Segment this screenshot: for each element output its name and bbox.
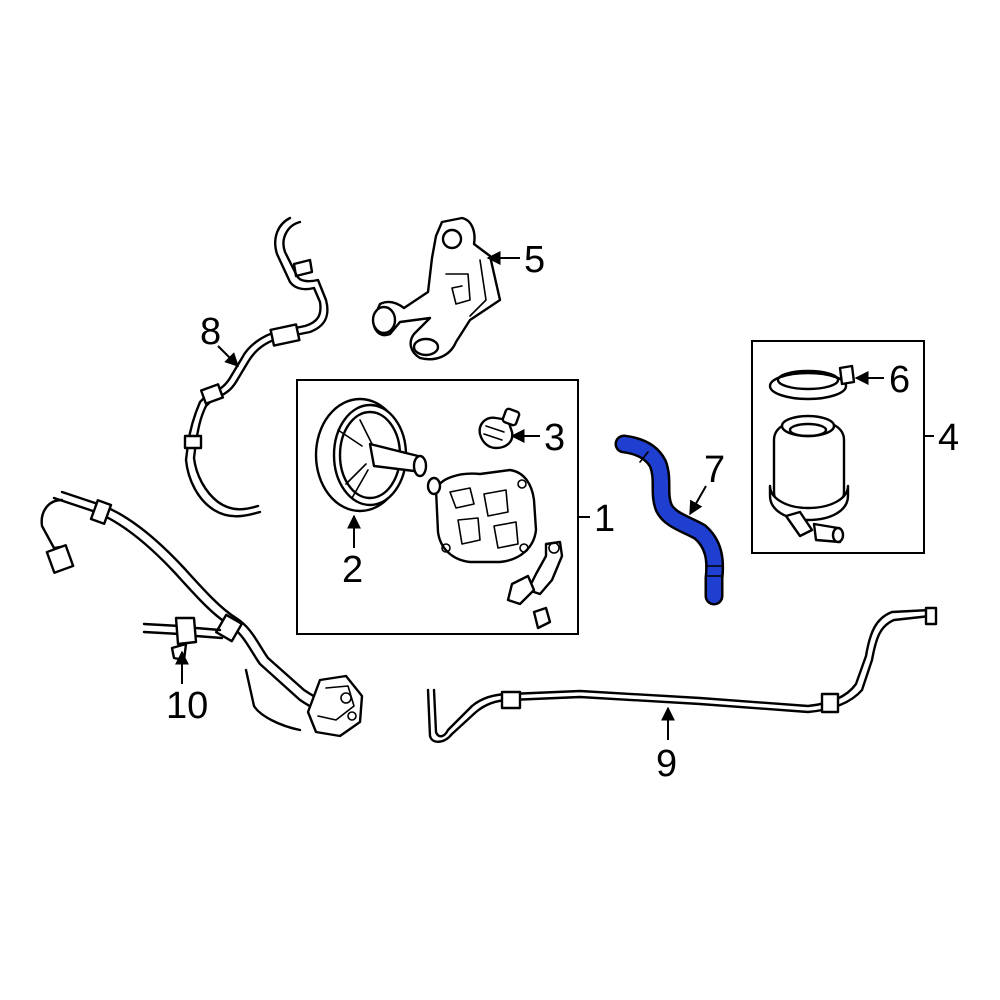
part-5-bracket[interactable] xyxy=(371,216,502,361)
leader-lines xyxy=(175,251,934,740)
part-7-hose[interactable] xyxy=(614,434,725,606)
callout-10: 10 xyxy=(166,685,208,727)
part-6-cap[interactable] xyxy=(768,364,856,401)
callout-5: 5 xyxy=(524,239,545,281)
callout-8: 8 xyxy=(200,311,221,353)
part-9-return-pipe[interactable] xyxy=(426,606,938,743)
part-3-valve[interactable] xyxy=(478,407,521,450)
group-box-reservoir xyxy=(751,340,925,554)
pump-fitting[interactable] xyxy=(506,540,564,630)
callout-6: 6 xyxy=(889,359,910,401)
callout-7: 7 xyxy=(704,449,725,491)
part-10-pressure-line[interactable] xyxy=(40,490,364,738)
callout-3: 3 xyxy=(544,417,565,459)
pump-body[interactable] xyxy=(426,468,538,564)
group-box-pump xyxy=(296,379,579,635)
part-8-return-line[interactable] xyxy=(183,216,329,518)
callout-9: 9 xyxy=(656,743,677,785)
callout-2: 2 xyxy=(342,549,363,591)
part-2-pulley[interactable] xyxy=(314,397,428,513)
callout-labels: 1 2 3 4 5 6 7 8 9 10 xyxy=(166,239,959,785)
reservoir-body[interactable] xyxy=(768,414,850,544)
callout-4: 4 xyxy=(938,417,959,459)
callout-1: 1 xyxy=(594,498,615,540)
